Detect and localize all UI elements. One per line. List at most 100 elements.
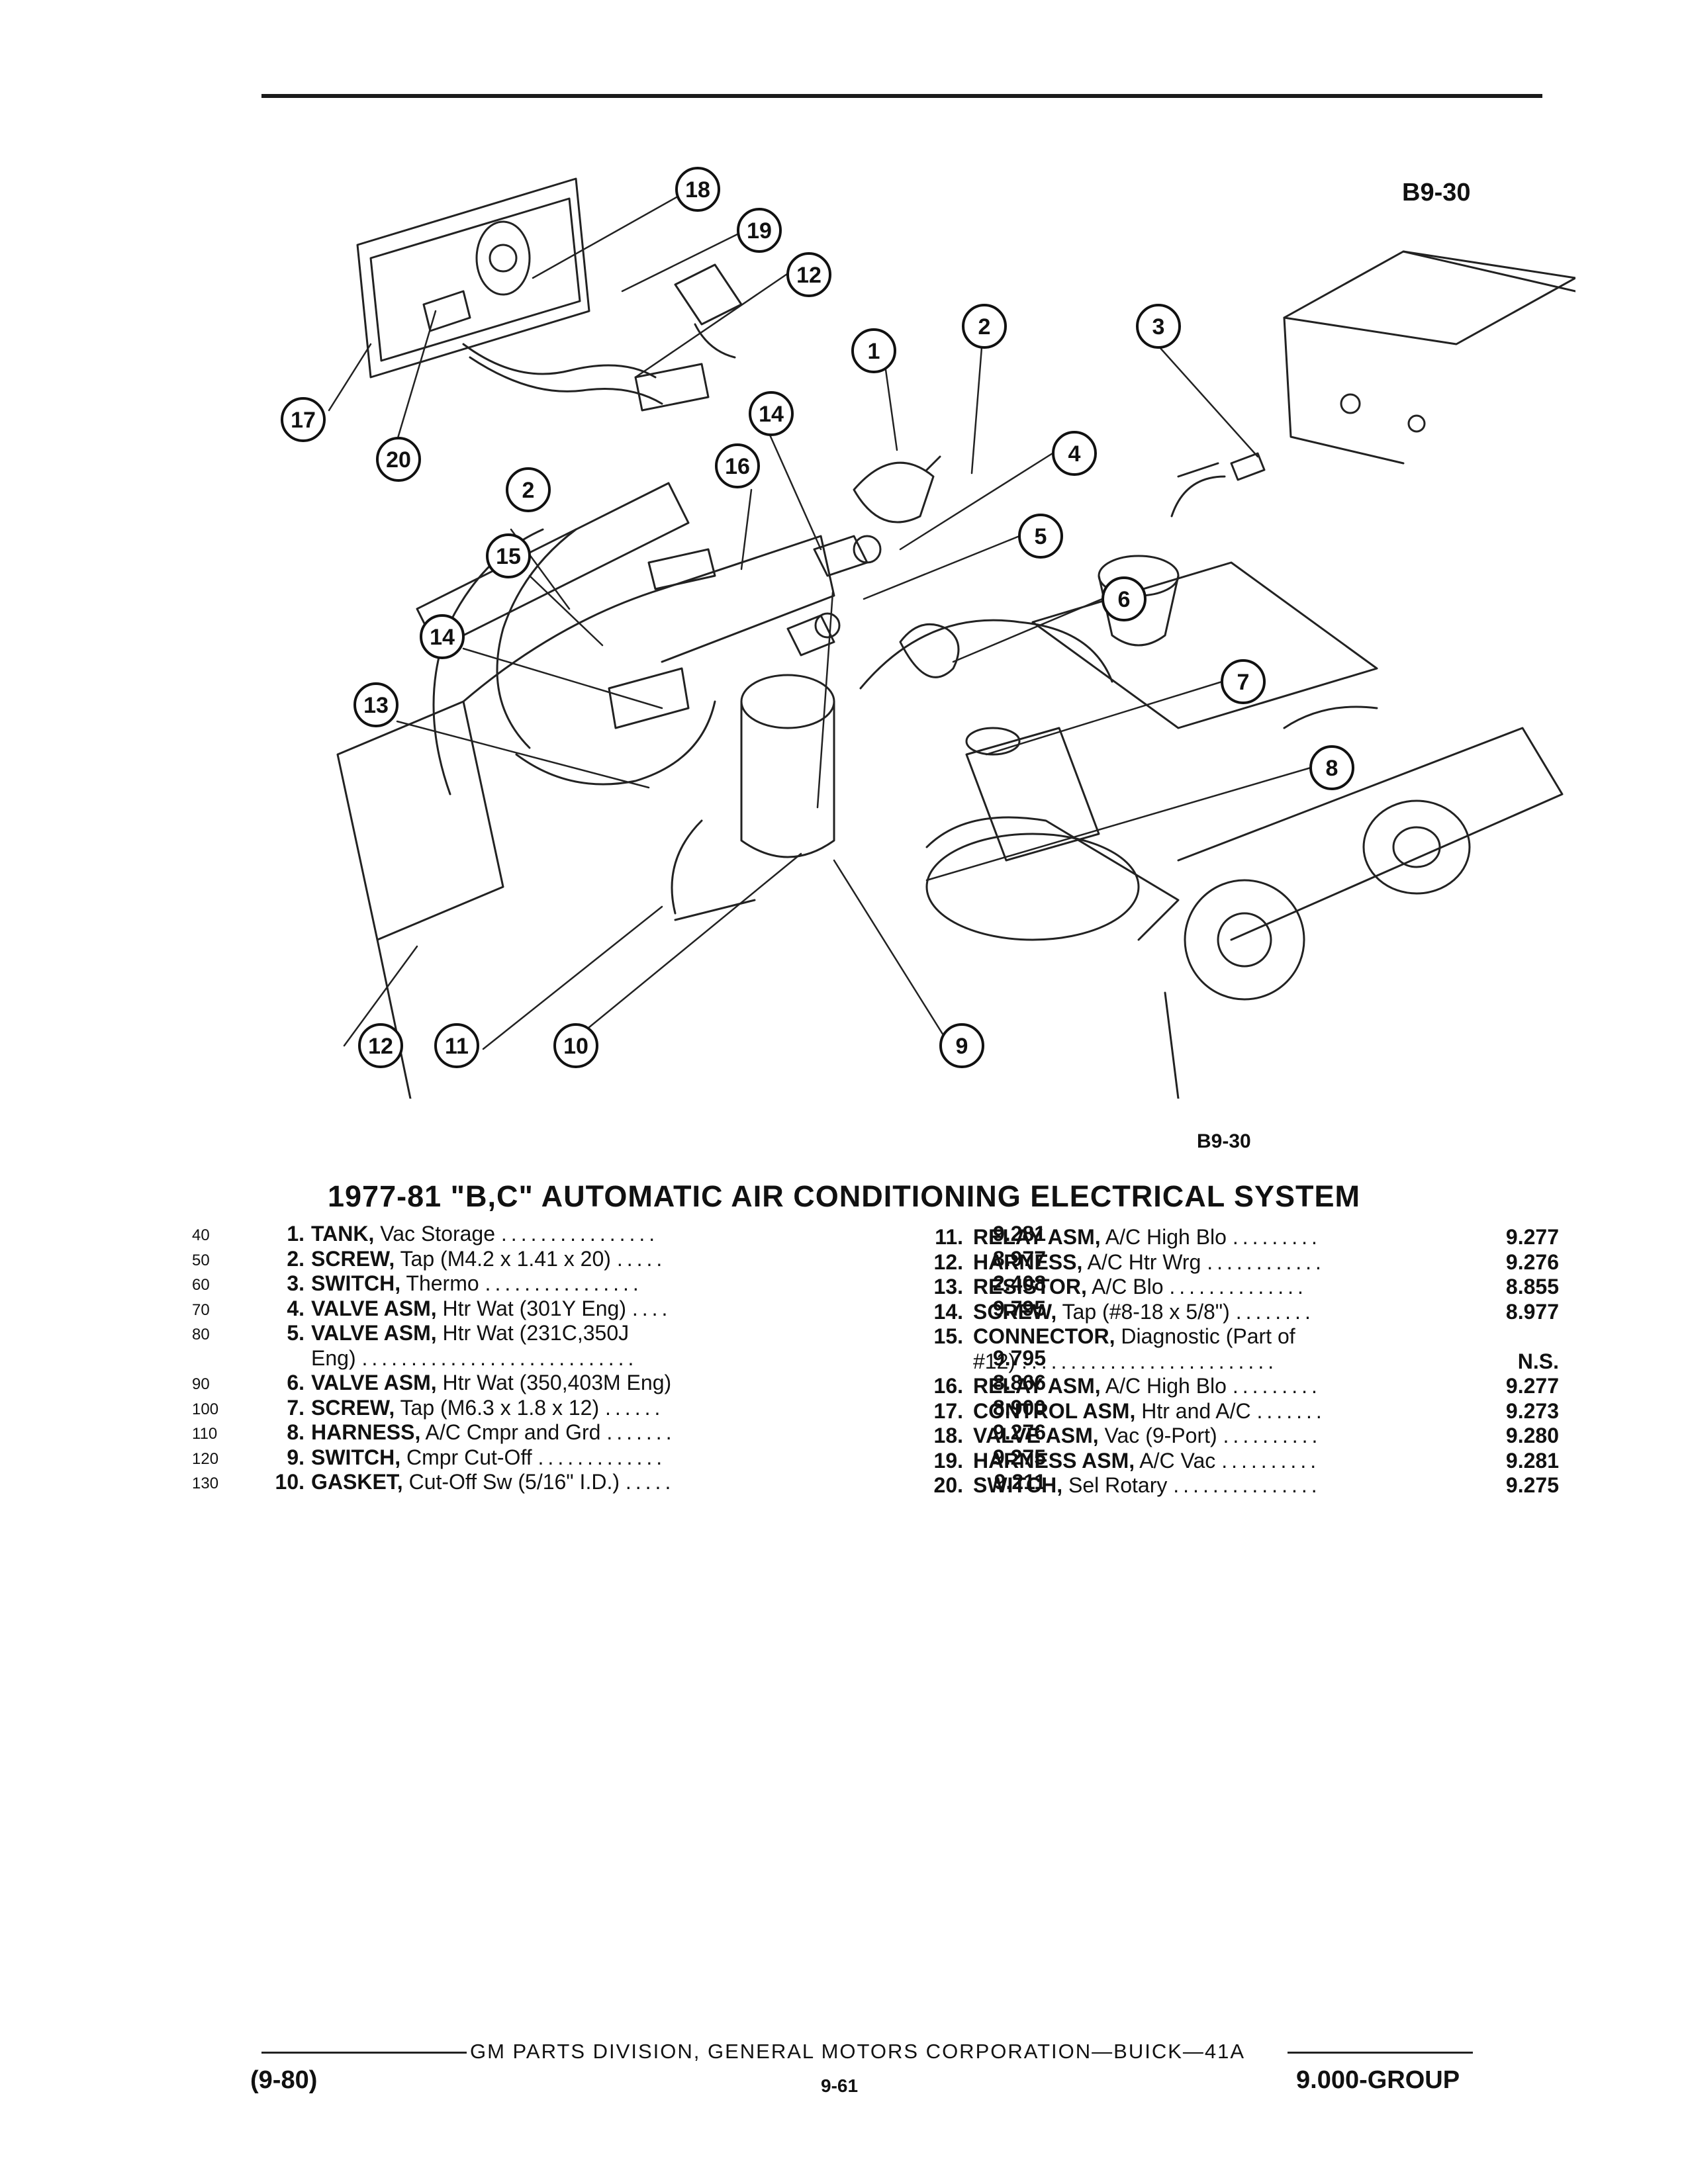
list-item: 15. CONNECTOR, Diagnostic (Part of #12) .… xyxy=(900,1324,1559,1374)
item-number: 3. xyxy=(287,1271,305,1295)
part-desc-cont: #12) xyxy=(973,1349,1016,1373)
line-number: 80 xyxy=(192,1326,210,1343)
part-desc: Sel Rotary xyxy=(1062,1473,1168,1497)
callout-8: 8 xyxy=(1326,756,1338,781)
part-name: GASKET, xyxy=(311,1470,403,1494)
leader-dots: ................ xyxy=(500,1222,659,1246)
leader-dots: ..... xyxy=(625,1470,675,1494)
callout-10: 10 xyxy=(563,1034,588,1059)
group-number: 9.281 xyxy=(1505,1448,1559,1473)
part-name: SCREW, xyxy=(311,1395,395,1420)
item-number: 1. xyxy=(287,1222,305,1246)
list-item: 100 7. SCREW, Tap (M6.3 x 1.8 x 12) ....… xyxy=(192,1395,1046,1421)
part-name: VALVE ASM, xyxy=(311,1371,437,1394)
line-number: 110 xyxy=(192,1425,218,1443)
part-name: CONNECTOR, xyxy=(973,1324,1115,1348)
part-name: HARNESS ASM, xyxy=(973,1448,1135,1473)
line-number: 130 xyxy=(192,1475,219,1492)
page-number: 9-61 xyxy=(821,2075,859,2096)
part-name: RELAY ASM, xyxy=(973,1225,1101,1249)
callout-13: 13 xyxy=(363,693,389,718)
leader-dots: .............. xyxy=(1169,1275,1307,1298)
line-number: 70 xyxy=(192,1300,210,1319)
list-item: 130 10. GASKET, Cut-Off Sw (5/16" I.D.) … xyxy=(192,1470,1046,1495)
part-desc: A/C High Blo xyxy=(1100,1374,1227,1398)
item-number: 11. xyxy=(935,1225,963,1249)
leader-dots: ....... xyxy=(606,1420,676,1444)
thermo-switch-drawing xyxy=(1170,250,1575,518)
item-number: 4. xyxy=(287,1296,305,1320)
leader-dots: ....... xyxy=(1256,1398,1326,1423)
group-number: N.S. xyxy=(1517,1349,1559,1373)
part-desc: A/C Cmpr and Grd xyxy=(420,1420,601,1444)
group-number: 9.276 xyxy=(1505,1250,1559,1274)
leader-dots: ............... xyxy=(1173,1473,1321,1497)
list-item: 12. HARNESS, A/C Htr Wrg ............ 9.… xyxy=(900,1250,1559,1275)
group-number: 9.277 xyxy=(1505,1225,1559,1249)
list-item: 120 9. SWITCH, Cmpr Cut-Off ............… xyxy=(192,1445,1046,1471)
part-desc: Thermo xyxy=(400,1271,479,1295)
part-desc: A/C Vac xyxy=(1135,1448,1216,1473)
callout-circles xyxy=(281,167,1354,1068)
control-assembly-drawing xyxy=(356,177,743,412)
group-number: 2.408 xyxy=(992,1271,1046,1295)
item-number: 8. xyxy=(287,1420,305,1444)
callout-14b: 14 xyxy=(759,402,784,427)
part-name: SCREW, xyxy=(311,1246,395,1271)
callout-12b: 12 xyxy=(796,263,821,288)
part-desc: Vac (9-Port) xyxy=(1098,1424,1217,1447)
line-number: 120 xyxy=(192,1449,219,1468)
part-desc: Tap (#8-18 x 5/8") xyxy=(1056,1299,1230,1324)
item-number: 9. xyxy=(287,1445,305,1469)
leader-dots: ................ xyxy=(485,1271,643,1295)
small-parts-drawing xyxy=(647,455,960,921)
callout-17: 17 xyxy=(291,408,316,433)
item-number: 18. xyxy=(933,1424,963,1447)
group-number: 8.855 xyxy=(1505,1275,1559,1298)
callout-3: 3 xyxy=(1152,314,1165,340)
list-item: 17. CONTROL ASM, Htr and A/C ....... 9.2… xyxy=(900,1398,1559,1424)
item-number: 5. xyxy=(287,1321,305,1345)
line-number: 100 xyxy=(192,1400,219,1418)
part-desc: Htr Wat (350,403M Eng) xyxy=(436,1371,672,1394)
leader-dots: .......... xyxy=(1221,1448,1321,1473)
callout-14: 14 xyxy=(430,625,455,650)
list-item: 110 8. HARNESS, A/C Cmpr and Grd .......… xyxy=(192,1420,1046,1445)
callout-11: 11 xyxy=(445,1034,469,1059)
leader-dots: .......................... xyxy=(1021,1349,1278,1373)
callout-4: 4 xyxy=(1068,441,1081,467)
footer-date: (9-80) xyxy=(250,2066,318,2094)
part-name: SWITCH, xyxy=(311,1271,401,1295)
group-number: 9.211 xyxy=(994,1470,1046,1494)
leader-dots: ......... xyxy=(1232,1225,1321,1249)
group-number: 9.795 xyxy=(992,1345,1046,1370)
item-number: 16. xyxy=(933,1374,963,1398)
callout-2b: 2 xyxy=(522,478,535,503)
part-desc: Diagnostic (Part of xyxy=(1115,1324,1295,1348)
figure-code-top: B9-30 xyxy=(1402,179,1471,206)
callout-5: 5 xyxy=(1035,524,1047,549)
item-number: 15. xyxy=(933,1324,963,1348)
callout-12: 12 xyxy=(368,1034,393,1059)
callout-16: 16 xyxy=(725,454,750,479)
item-number: 14. xyxy=(933,1299,963,1324)
item-number: 20. xyxy=(933,1473,963,1497)
callout-20: 20 xyxy=(386,447,411,473)
footer-publisher: GM PARTS DIVISION, GENERAL MOTORS CORPOR… xyxy=(470,2040,1246,2063)
group-number: 9.277 xyxy=(1505,1374,1559,1398)
part-name: VALVE ASM, xyxy=(311,1296,437,1320)
engine-drawing xyxy=(336,482,1564,1099)
line-number: 90 xyxy=(192,1375,210,1393)
group-number: 8.977 xyxy=(992,1246,1046,1271)
item-number: 17. xyxy=(933,1398,963,1423)
part-name: SWITCH, xyxy=(311,1445,401,1469)
callout-6: 6 xyxy=(1118,587,1131,612)
part-name: SCREW, xyxy=(973,1299,1057,1324)
list-item: 40 1. TANK, Vac Storage ................… xyxy=(192,1222,1046,1247)
list-item: 50 2. SCREW, Tap (M4.2 x 1.41 x 20) ....… xyxy=(192,1246,1046,1272)
line-number: 40 xyxy=(192,1226,210,1244)
part-name: HARNESS, xyxy=(311,1420,421,1444)
leader-dots: ............. xyxy=(538,1445,667,1469)
part-desc: A/C High Blo xyxy=(1100,1225,1227,1249)
group-number: 9.273 xyxy=(1505,1398,1559,1423)
